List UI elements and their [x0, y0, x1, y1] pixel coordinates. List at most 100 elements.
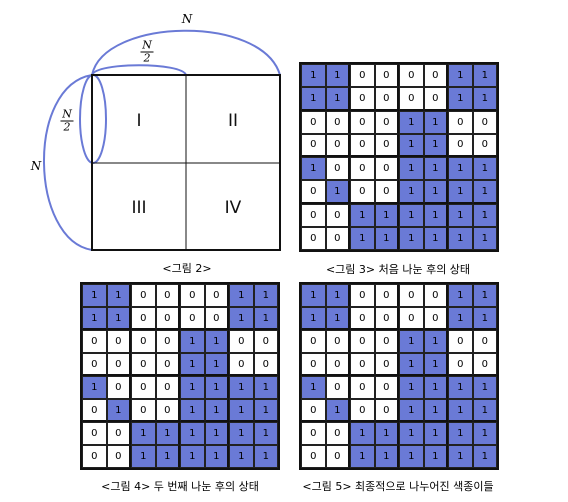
grid-cell: 0 [301, 330, 326, 353]
grid-cell: 0 [374, 330, 399, 353]
grid-cell: 1 [325, 399, 350, 422]
grid-cell: 1 [448, 376, 473, 399]
grid-cell: 1 [472, 87, 497, 111]
grid-cell: 1 [472, 376, 497, 399]
grid-cell: 1 [423, 226, 448, 250]
grid-cell: 1 [423, 353, 448, 376]
figure-4-caption: <그림 4> 두 번째 나눈 후의 상태 [101, 480, 259, 493]
grid-cell: 1 [399, 422, 424, 445]
grid-cell: 1 [350, 203, 375, 227]
grid-cell: 1 [253, 422, 278, 445]
grid-cell: 0 [106, 330, 131, 353]
figure-5-caption: <그림 5> 최종적으로 나누어진 색종이들 [302, 480, 494, 493]
grid-cell: 1 [301, 284, 326, 307]
grid-cell: 0 [350, 353, 375, 376]
grid-cell: 0 [325, 445, 350, 468]
grid-cell: 0 [423, 87, 448, 111]
grid-cell: 1 [301, 307, 326, 330]
grid-cell: 1 [448, 64, 473, 88]
grid-cell: 0 [472, 110, 497, 134]
grid-cell: 1 [180, 399, 205, 422]
grid-cell: 0 [350, 307, 375, 330]
grid-cell: 1 [131, 422, 156, 445]
grid-cell: 1 [472, 307, 497, 330]
grid-cell: 0 [155, 307, 180, 330]
grid-cell: 1 [204, 445, 229, 468]
grid-cell: 0 [106, 445, 131, 468]
grid-cell: 0 [374, 110, 399, 134]
grid-cell: 1 [131, 445, 156, 468]
grid-cell: 1 [229, 284, 254, 307]
grid-cell: 0 [325, 330, 350, 353]
grid-cell: 0 [374, 353, 399, 376]
grid-cell: 1 [106, 307, 131, 330]
grid-cell: 0 [325, 133, 350, 157]
grid-cell: 0 [399, 87, 424, 111]
grid-cell: 0 [82, 353, 107, 376]
grid-cell: 1 [229, 376, 254, 399]
grid-cell: 0 [301, 226, 326, 250]
grid-cell: 0 [82, 445, 107, 468]
grid-cell: 0 [155, 330, 180, 353]
grid-cell: 1 [448, 226, 473, 250]
grid-cell: 1 [229, 399, 254, 422]
grid-cell: 1 [423, 422, 448, 445]
grid-cell: 1 [472, 422, 497, 445]
grid-cell: 1 [325, 284, 350, 307]
grid-cell: 1 [82, 284, 107, 307]
grid-cell: 1 [253, 284, 278, 307]
grid-cell: 1 [399, 353, 424, 376]
grid-cell: 0 [131, 353, 156, 376]
grid-cell: 0 [423, 284, 448, 307]
grid-cell: 0 [301, 399, 326, 422]
grid-cell: 1 [472, 226, 497, 250]
grid-cell: 0 [301, 353, 326, 376]
grid-cell: 1 [472, 203, 497, 227]
grid-cell: 1 [448, 180, 473, 204]
grid-cell: 1 [472, 64, 497, 88]
grid-cell: 1 [180, 422, 205, 445]
grid-cell: 0 [350, 133, 375, 157]
grid-cell: 1 [155, 445, 180, 468]
grid-cell: 0 [399, 284, 424, 307]
grid-cell: 0 [155, 284, 180, 307]
grid-cell: 0 [374, 180, 399, 204]
grid-cell: 1 [229, 307, 254, 330]
grid-cell: 0 [82, 422, 107, 445]
figure-3-caption: <그림 3> 처음 나눈 후의 상태 [325, 263, 471, 276]
grid-cell: 1 [472, 157, 497, 181]
grid-cell: 0 [350, 399, 375, 422]
grid-cell: 1 [350, 445, 375, 468]
grid-cell: 0 [399, 307, 424, 330]
quadrant-label-3: III [131, 198, 147, 218]
grid-cell: 1 [448, 203, 473, 227]
grid-cell: 0 [131, 307, 156, 330]
grid-cell: 0 [131, 284, 156, 307]
grid-cell: 1 [472, 445, 497, 468]
grid-cell: 1 [423, 203, 448, 227]
grid-cell: 0 [374, 307, 399, 330]
grid-cell: 0 [204, 284, 229, 307]
grid-cell: 1 [423, 376, 448, 399]
grid-cell: 0 [301, 445, 326, 468]
grid-cell: 0 [423, 307, 448, 330]
left-arc-n [43, 74, 93, 251]
grid-cell: 1 [180, 330, 205, 353]
grid-cell: 1 [325, 307, 350, 330]
grid-cell: 1 [180, 376, 205, 399]
grid-cell: 1 [204, 422, 229, 445]
grid-cell: 0 [325, 110, 350, 134]
grid-cell: 0 [350, 110, 375, 134]
grid-cell: 0 [472, 330, 497, 353]
grid-cell: 0 [374, 87, 399, 111]
grid-cell: 0 [374, 284, 399, 307]
grid-cell: 0 [301, 180, 326, 204]
grid-cell: 1 [204, 399, 229, 422]
grid-cell: 1 [301, 157, 326, 181]
grid-cell: 0 [204, 307, 229, 330]
grid-cell: 1 [253, 445, 278, 468]
grid-cell: 1 [423, 399, 448, 422]
top-arc-n [91, 29, 281, 76]
grid-cell: 1 [253, 376, 278, 399]
grid-cell: 0 [155, 353, 180, 376]
